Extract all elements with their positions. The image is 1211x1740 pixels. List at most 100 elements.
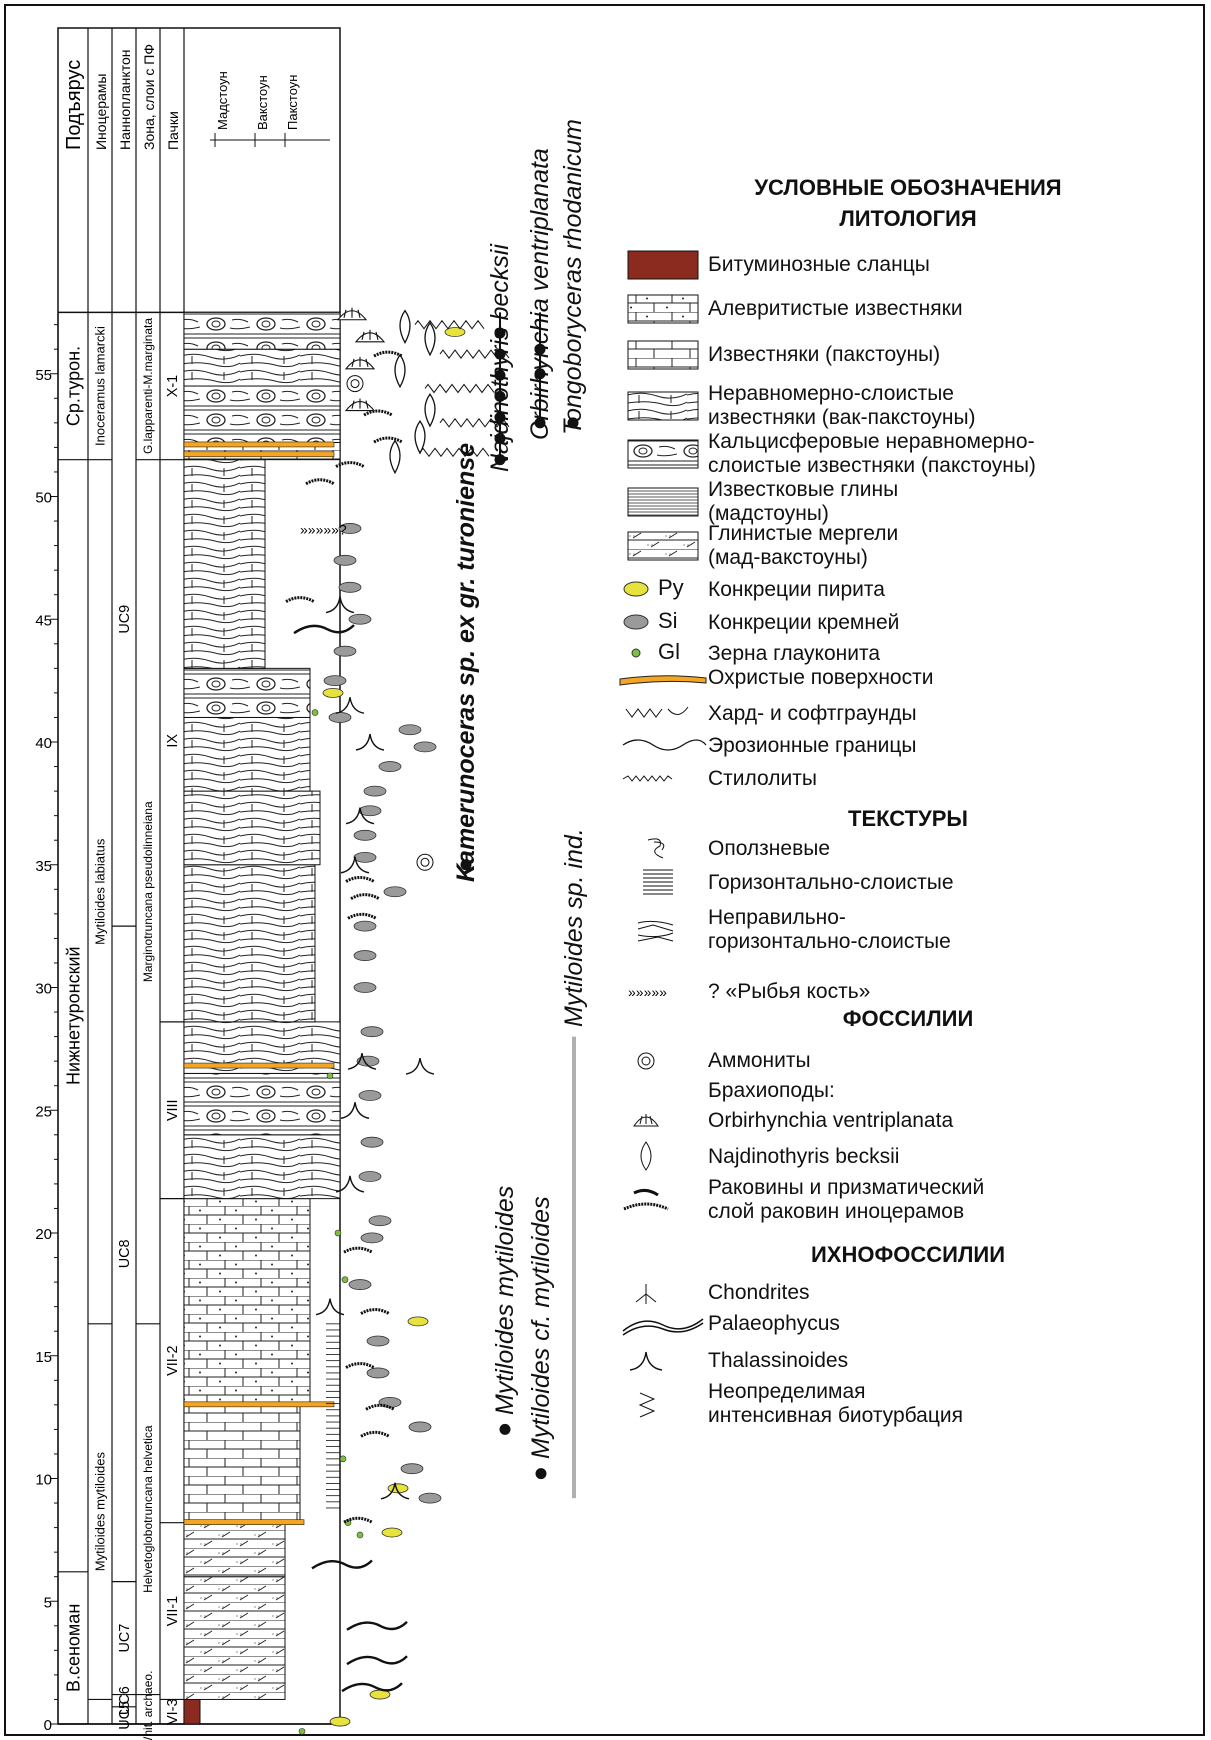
thalassinoides-burrow bbox=[380, 1482, 410, 1500]
thalassinoides-burrow bbox=[340, 856, 370, 874]
glauconite-grain bbox=[311, 709, 319, 716]
ochre-surface bbox=[183, 1401, 335, 1408]
chert-nodule bbox=[338, 523, 362, 534]
chert-nodule bbox=[323, 675, 347, 687]
nanno-zone-label: UC5 bbox=[117, 1701, 133, 1730]
depth-tick-label: 10 bbox=[35, 1472, 52, 1489]
legend-lith-silty-limestone: Алевритистые известняки bbox=[618, 292, 963, 326]
legend-fos-brachiopods-icon bbox=[618, 1074, 708, 1108]
palaeophycus-trace bbox=[293, 624, 355, 635]
ochre-surface bbox=[183, 1519, 305, 1525]
pack-label: VI-3 bbox=[165, 1699, 181, 1725]
legend-lith-marl-icon bbox=[618, 529, 708, 563]
depth-tick-label: 30 bbox=[35, 981, 52, 998]
taxon-occurrence-dot bbox=[494, 433, 506, 445]
legend-lith-silty-limestone-label: Алевритистые известняки bbox=[708, 297, 963, 320]
depth-tick-label: 15 bbox=[35, 1349, 52, 1366]
pack-label: VII-2 bbox=[165, 1345, 181, 1375]
fishbone-mark: »»»»»? bbox=[300, 521, 347, 537]
ammonite bbox=[416, 853, 434, 871]
legend-conc-pyrite-icon bbox=[618, 573, 708, 607]
legend-ich-thalassinoides: Thalassinoides bbox=[618, 1344, 848, 1378]
legend-lith-marl-label: Глинистые мергели (мад-вакстоуны) bbox=[708, 522, 899, 569]
taxon-occurrence-dot bbox=[460, 859, 472, 871]
legend-fossils-title: ФОССИЛИИ bbox=[842, 1006, 974, 1031]
legend-tex-horizontal: Горизонтально-слоистые bbox=[618, 866, 954, 900]
legend-conc-chert-icon bbox=[618, 606, 708, 640]
inoceramid-shell bbox=[360, 1308, 390, 1315]
legend-tex-irregular-label: Неправильно- горизонтально-слоистые bbox=[708, 906, 951, 953]
ochre-surface bbox=[183, 1062, 335, 1069]
legend-ich-bioturbation-label: Неопределимая интенсивная биотурбация bbox=[708, 1380, 963, 1427]
chert-nodule bbox=[353, 920, 377, 932]
chert-nodule bbox=[353, 829, 377, 841]
legend-textures-title: ТЕКСТУРЫ bbox=[848, 806, 968, 831]
legend-tex-irregular-icon bbox=[618, 913, 708, 947]
svg-text:»»»»»: »»»»» bbox=[628, 984, 667, 1000]
stylolite bbox=[424, 383, 495, 394]
inoceramid-shell bbox=[345, 875, 375, 883]
inoceramid-zone-label: Mytiloides labiatus bbox=[93, 838, 108, 945]
legend-ich-thalassinoides-icon bbox=[618, 1344, 708, 1378]
legend-surf-hardground: Хард- и софтграунды bbox=[618, 697, 917, 731]
ammonite-whorl bbox=[350, 379, 360, 389]
najdinothyris-shell bbox=[399, 309, 411, 344]
palaeophycus-trace bbox=[346, 1620, 408, 1631]
legend-lithology-title: ЛИТОЛОГИЯ bbox=[839, 206, 977, 231]
legend-surf-erosion: Эрозионные границы bbox=[618, 729, 917, 763]
taxon-occurrence-dot bbox=[535, 1468, 547, 1480]
legend-ich-palaeophycus-icon bbox=[618, 1307, 708, 1341]
chert-nodule bbox=[383, 886, 407, 898]
thalassinoides-burrow bbox=[335, 1175, 365, 1193]
legend-tex-slump-icon bbox=[618, 832, 708, 866]
taxon-label: Kamerunoceras sp. ex gr. turoniense bbox=[452, 442, 480, 882]
nanno-zone-label: UC9 bbox=[117, 605, 133, 634]
taxon-occurrence-dot bbox=[494, 348, 506, 360]
stylolite bbox=[419, 447, 490, 458]
pyrite-concretion bbox=[322, 688, 344, 698]
glauconite-grain bbox=[356, 1531, 364, 1539]
thalassinoides-burrow bbox=[325, 596, 355, 614]
najdinothyris-shell bbox=[424, 321, 436, 357]
header-zone: Зона, слои с ПФ bbox=[141, 44, 157, 150]
legend-tex-fishbone-icon: »»»»» bbox=[618, 975, 708, 1009]
lith-calcisphere bbox=[183, 311, 341, 350]
inoceramid-shell bbox=[345, 1362, 375, 1369]
depth-tick-label: 55 bbox=[35, 367, 52, 384]
legend-surf-ochre-label: Охристые поверхности bbox=[708, 666, 934, 689]
thalassinoides-burrow bbox=[340, 1102, 370, 1119]
legend-ichnofossils-title: ИХНОФОССИЛИИ bbox=[810, 1242, 1006, 1267]
lith-uneven-limestone bbox=[183, 348, 341, 387]
legend-fos-najdinothyris: Najdinothyris becksii bbox=[618, 1140, 899, 1174]
taxon-occurrence-dot bbox=[494, 454, 506, 466]
legend-fos-ammonite-label: Аммониты bbox=[708, 1049, 811, 1072]
depth-tick-label: 40 bbox=[35, 735, 52, 752]
najdinothyris-shell bbox=[424, 393, 436, 428]
taxon-label: Tongoboryceras rhodanicum bbox=[559, 119, 587, 436]
legend-tex-fishbone-label: ? «Рыбья кость» bbox=[708, 980, 871, 1003]
lith-limestone bbox=[183, 1404, 301, 1524]
legend-lith-limestone: Известняки (пакстоуны) bbox=[618, 338, 940, 372]
legend-ich-bioturbation: Неопределимая интенсивная биотурбация bbox=[618, 1380, 963, 1428]
inoceramid-shell bbox=[373, 350, 403, 358]
ochre-surface bbox=[183, 441, 335, 448]
palaeophycus-trace bbox=[346, 1655, 408, 1666]
legend-conc-glauconite-label: Зерна глауконита bbox=[708, 642, 881, 665]
legend-conc-abbr: Gl bbox=[658, 639, 680, 664]
texture-scale-label: Мадстоун bbox=[215, 71, 230, 130]
pyrite-concretion bbox=[329, 1716, 351, 1727]
foram-zone-label: Whit. archaeo. bbox=[141, 1671, 155, 1740]
legend-fos-ammonite: Аммониты bbox=[618, 1044, 811, 1078]
legend-lith-uneven-limestone: Неравномерно-слоистые известняки (вак-па… bbox=[618, 382, 976, 430]
inoceramid-shell bbox=[347, 912, 377, 920]
nanno-zone-label: UC8 bbox=[117, 1239, 133, 1268]
lith-uneven-limestone bbox=[183, 864, 316, 1023]
pack-label: VII-1 bbox=[165, 1596, 181, 1626]
najdinothyris-shell bbox=[414, 420, 426, 455]
legend-conc-chert-label: Конкреции кремней bbox=[708, 611, 900, 634]
depth-tick-label: 5 bbox=[44, 1594, 52, 1611]
orbirhynchia-shell bbox=[336, 307, 368, 321]
figure-frame bbox=[4, 4, 1205, 1736]
taxon-label: Mytiloides cf. mytiloides bbox=[527, 1196, 555, 1459]
